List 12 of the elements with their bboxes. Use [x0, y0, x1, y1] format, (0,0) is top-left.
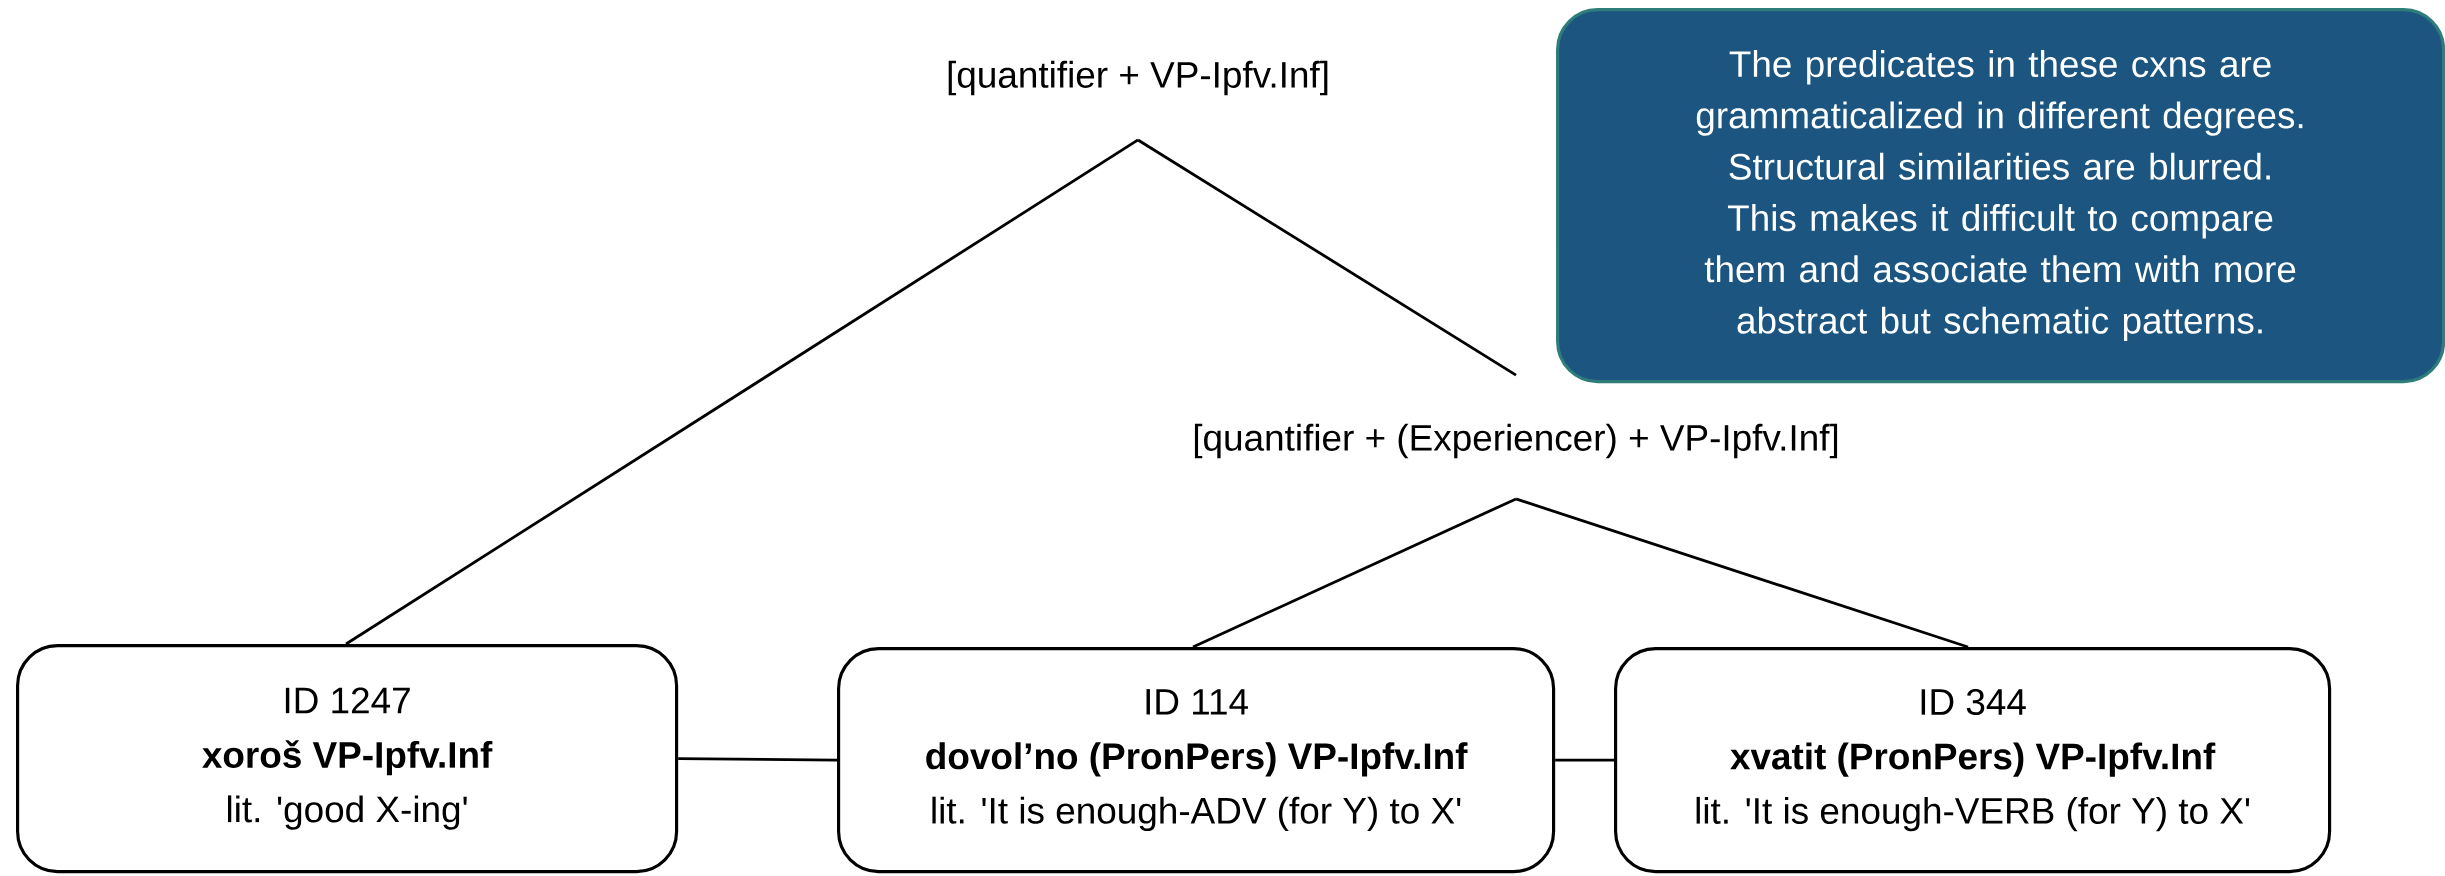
- construction-box: ID 1247 xoroš VP-Ipfv.Inf lit. 'good X-ing': [16, 644, 679, 874]
- construction-box: ID 344 xvatit (PronPers) VP-Ipfv.Inf lit. 'It is enough-VERB (for Y) to X': [1614, 647, 2332, 874]
- construction-box: ID 114 dovol’no (PronPers) VP-Ipfv.Inf lit. 'It is enough-ADV (for Y) to X': [837, 647, 1556, 874]
- connector-line: [1555, 758, 1614, 762]
- connector-line: [678, 757, 838, 762]
- schema-label: [quantifier + VP-Ipfv.Inf]: [948, 60, 1328, 96]
- schema-label: [quantifier + (Experiencer) + VP-Ipfv.Inf]: [1194, 423, 1838, 459]
- note-box: The predicates in these cxns are grammaticalized in different degrees. Structural similarities are blurred. This makes it difficult to compare them and associate them with more abstract but schematic patterns.: [1556, 8, 2445, 384]
- tree-line: [1192, 497, 1517, 649]
- tree-line: [345, 138, 1139, 646]
- tree-line: [1515, 497, 1969, 649]
- tree-line: [1137, 138, 1517, 377]
